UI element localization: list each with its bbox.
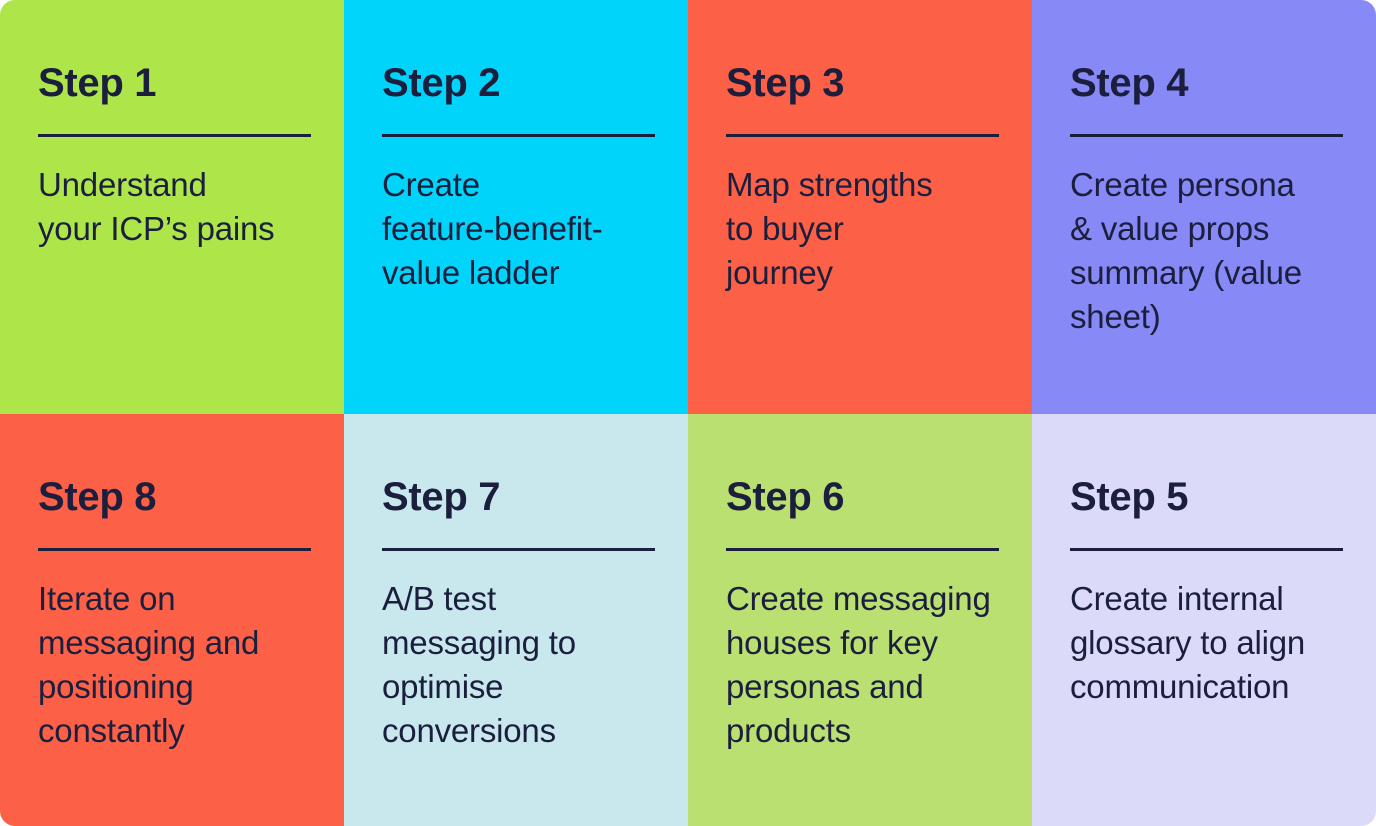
step-divider	[1070, 548, 1343, 551]
step-title: Step 7	[382, 475, 501, 519]
step-title: Step 3	[726, 61, 845, 105]
step-divider	[38, 134, 311, 137]
step-title: Step 6	[726, 475, 845, 519]
step-cell-6: Step 6 Create messaging houses for key pe…	[688, 414, 1032, 826]
step-divider	[726, 548, 999, 551]
step-divider	[1070, 134, 1343, 137]
step-cell-8: Step 8 Iterate on messaging and positioni…	[0, 414, 344, 826]
step-divider	[382, 134, 655, 137]
step-body: Map strengths to buyer journey	[726, 166, 933, 291]
step-title: Step 4	[1070, 61, 1189, 105]
step-body: Create persona & value props summary (va…	[1070, 166, 1302, 335]
step-title: Step 1	[38, 61, 157, 105]
step-title: Step 5	[1070, 475, 1189, 519]
step-title: Step 8	[38, 475, 157, 519]
step-body: Understand your ICP’s pains	[38, 166, 275, 247]
step-cell-4: Step 4 Create persona & value props summa…	[1032, 0, 1376, 414]
step-divider	[726, 134, 999, 137]
step-cell-7: Step 7 A/B test messaging to optimise con…	[344, 414, 688, 826]
step-divider	[382, 548, 655, 551]
step-title: Step 2	[382, 61, 501, 105]
step-body: Create messaging houses for key personas…	[726, 580, 991, 749]
step-divider	[38, 548, 311, 551]
step-cell-3: Step 3 Map strengths to buyer journey	[688, 0, 1032, 414]
step-body: Iterate on messaging and positioning con…	[38, 580, 260, 749]
step-cell-1: Step 1 Understand your ICP’s pains	[0, 0, 344, 414]
step-body: Create feature-benefit- value ladder	[382, 166, 603, 291]
step-body: A/B test messaging to optimise conversio…	[382, 580, 576, 749]
step-cell-2: Step 2 Create feature-benefit- value ladd…	[344, 0, 688, 414]
step-cell-5: Step 5 Create internal glossary to align …	[1032, 414, 1376, 826]
step-body: Create internal glossary to align commun…	[1070, 580, 1306, 705]
